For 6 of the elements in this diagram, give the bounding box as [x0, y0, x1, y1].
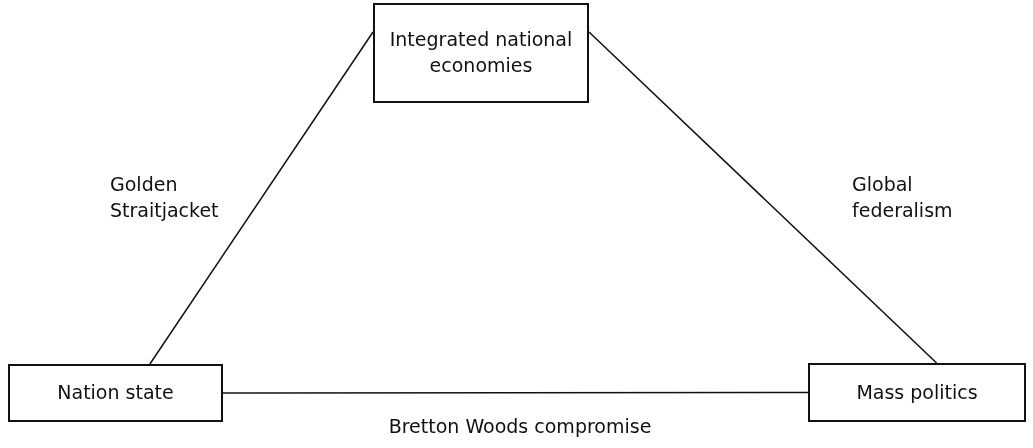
connector-line: [222, 391, 809, 394]
concept-box: Nation state: [8, 364, 223, 422]
concept-box: Mass politics: [808, 363, 1026, 422]
connector-line: [588, 31, 938, 364]
connector-line: [149, 31, 374, 365]
concept-box: Integrated national economies: [373, 3, 589, 103]
